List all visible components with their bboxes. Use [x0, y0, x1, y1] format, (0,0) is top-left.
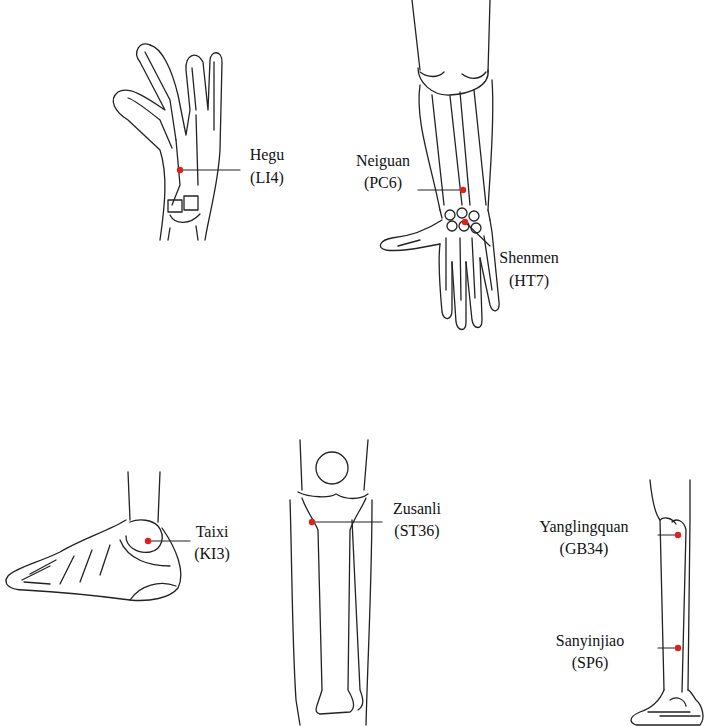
point-code: (ST36) [394, 521, 439, 541]
leader-line [418, 189, 463, 190]
point-name: Shenmen [499, 248, 559, 268]
foot-figure [6, 472, 181, 601]
point-code: (HT7) [509, 271, 549, 291]
point-code: (SP6) [572, 653, 608, 673]
acupoint-dot [309, 519, 315, 525]
acupoint-dot [145, 538, 151, 544]
point-code: (KI3) [194, 544, 230, 564]
hand-figure [113, 44, 222, 240]
acupoint-dot [675, 532, 681, 538]
acupoint-dot [460, 187, 466, 193]
leader-line [312, 521, 382, 522]
acupoint-dot [177, 167, 183, 173]
point-name: Zusanli [393, 499, 441, 519]
point-name: Yanglingquan [539, 517, 628, 537]
acupoint-dot [462, 219, 468, 225]
acupoint-dot [675, 645, 681, 651]
leader-lines [148, 170, 678, 648]
point-code: (LI4) [250, 168, 284, 188]
point-name: Taixi [196, 522, 229, 542]
point-name: Neiguan [356, 151, 410, 171]
point-code: (PC6) [364, 173, 402, 193]
side-leg-figure [631, 480, 703, 725]
leader-line [148, 540, 190, 541]
point-name: Sanyinjiao [556, 631, 624, 651]
acupoints [145, 167, 681, 651]
front-leg-figure [290, 440, 372, 725]
leader-line [465, 222, 490, 246]
point-name: Hegu [250, 145, 285, 165]
leader-line [180, 169, 240, 170]
point-code: (GB34) [560, 539, 609, 559]
